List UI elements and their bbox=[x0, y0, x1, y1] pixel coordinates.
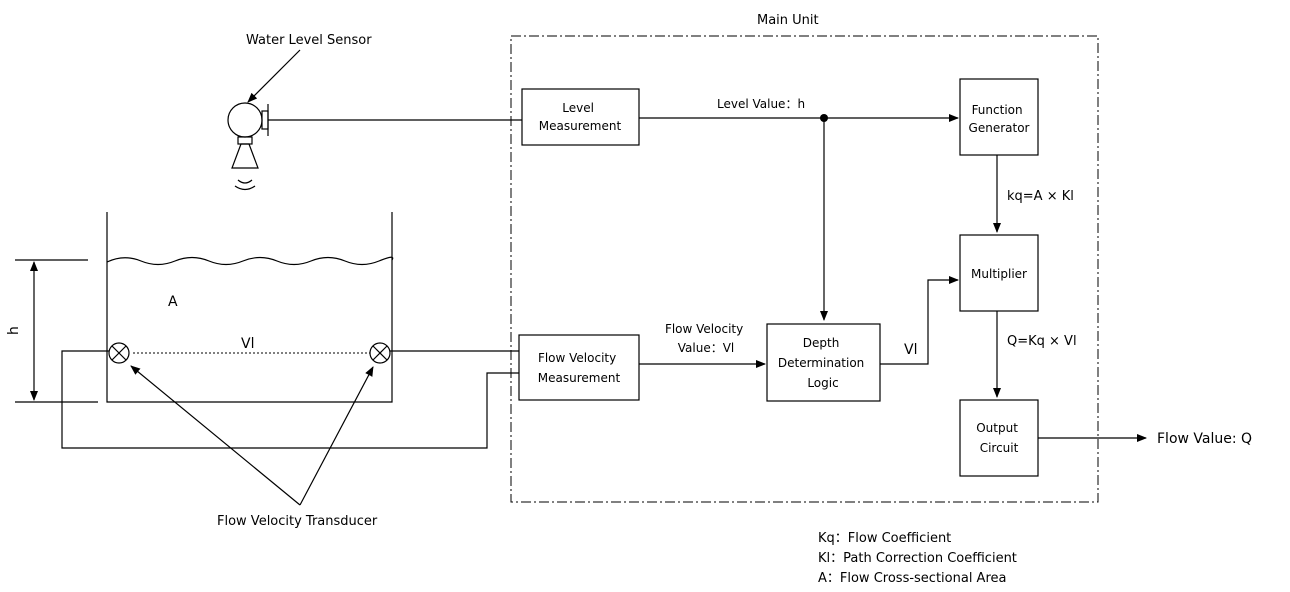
legend-kl: Kl：Path Correction Coefficient bbox=[818, 551, 1017, 566]
output-circuit-block bbox=[959, 399, 1039, 477]
transducer-pointer-right bbox=[299, 366, 374, 506]
legend-kq: Kq：Flow Coefficient bbox=[818, 531, 951, 546]
multiplier-block bbox=[959, 234, 1039, 312]
flow-velocity-measurement-label: Flow Velocity Measurement bbox=[538, 351, 621, 385]
output-circuit-label: Output Circuit bbox=[976, 421, 1022, 455]
path-label: Vl bbox=[241, 336, 254, 352]
sensor-label: Water Level Sensor bbox=[246, 33, 372, 48]
transducer-label: Flow Velocity Transducer bbox=[217, 514, 378, 529]
vl-signal-label: Vl bbox=[904, 342, 917, 358]
level-measurement-block bbox=[521, 88, 640, 146]
q-formula-label: Q=Kq × Vl bbox=[1007, 334, 1077, 349]
level-value-label: Level Value：h bbox=[717, 97, 805, 111]
tank bbox=[106, 212, 394, 403]
water-level-sensor-icon bbox=[227, 102, 269, 191]
multiplier-label: Multiplier bbox=[971, 267, 1027, 281]
depth-logic-label: Depth Determination Logic bbox=[778, 336, 868, 390]
sensor-pointer-arrow bbox=[247, 49, 301, 103]
height-label: h bbox=[6, 326, 22, 335]
depth-logic-block bbox=[766, 323, 881, 402]
right-transducer-icon bbox=[369, 342, 391, 364]
function-generator-block bbox=[959, 78, 1039, 156]
main-unit-boundary bbox=[510, 35, 1099, 503]
left-transducer-cable bbox=[61, 350, 519, 449]
left-transducer-icon bbox=[108, 342, 130, 364]
level-measurement-label: Level Measurement bbox=[539, 101, 622, 133]
function-generator-label: Function Generator bbox=[969, 103, 1030, 135]
legend-a: A：Flow Cross-sectional Area bbox=[818, 571, 1006, 586]
main-unit-title: Main Unit bbox=[757, 13, 819, 28]
flow-velocity-value-label: Flow Velocity Value：Vl bbox=[665, 322, 747, 355]
flow-velocity-measurement-block bbox=[518, 334, 640, 401]
transducer-pointer-left bbox=[130, 365, 301, 506]
depth-to-multiplier-line bbox=[880, 276, 959, 365]
area-label: A bbox=[168, 294, 178, 310]
flow-value-label: Flow Value: Q bbox=[1157, 431, 1252, 447]
kq-formula-label: kq=A × Kl bbox=[1007, 189, 1074, 204]
